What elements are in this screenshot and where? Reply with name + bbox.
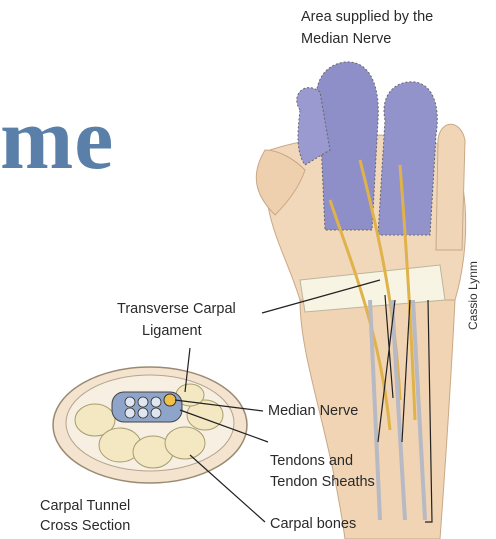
- label-median-area-line1: Area supplied by the: [301, 8, 433, 27]
- median-area-middle: [378, 82, 437, 235]
- label-tendons-line2: Tendon Sheaths: [270, 473, 375, 492]
- label-median-nerve: Median Nerve: [268, 402, 358, 421]
- artist-credit: Cassio Lynm: [466, 270, 480, 330]
- label-carpal-bones: Carpal bones: [270, 515, 356, 534]
- label-ligament-line1: Transverse Carpal: [117, 300, 236, 319]
- median-nerve-dot: [164, 394, 176, 406]
- label-tendons-line1: Tendons and: [270, 452, 353, 471]
- label-median-area-line2: Median Nerve: [301, 30, 391, 49]
- label-cross-section-line2: Cross Section: [40, 517, 130, 536]
- ring-finger: [436, 124, 465, 250]
- label-cross-section-line1: Carpal Tunnel: [40, 497, 130, 516]
- label-ligament-line2: Ligament: [142, 322, 202, 341]
